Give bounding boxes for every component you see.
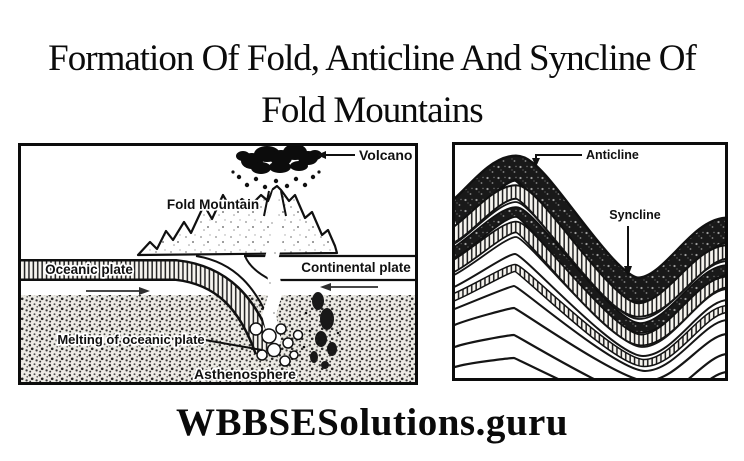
melting-zone bbox=[249, 322, 304, 367]
ash-droplets bbox=[231, 170, 321, 190]
fold-diagram-svg: Anticline Syncline bbox=[452, 142, 728, 381]
asthenosphere-texture bbox=[21, 295, 415, 382]
watermark-text: WBBSESolutions.guru bbox=[175, 401, 569, 444]
syncline-label: Syncline bbox=[609, 208, 660, 222]
fold-mountain-range bbox=[136, 184, 339, 257]
volcano-pointer-arrow bbox=[317, 151, 355, 159]
continental-plate-label: Continental plate bbox=[301, 260, 411, 275]
volcano-label: Volcano bbox=[359, 147, 412, 163]
asthenosphere-label: Asthenosphere bbox=[194, 366, 296, 382]
title-line-2: Fold Mountains bbox=[261, 89, 483, 131]
anticline-label: Anticline bbox=[586, 148, 639, 162]
right-figure-border bbox=[452, 142, 728, 381]
anticline-pointer-arrow bbox=[532, 154, 582, 167]
title-line-1: Formation Of Fold, Anticline And Synclin… bbox=[48, 37, 697, 79]
fold-diagram: Anticline Syncline bbox=[452, 142, 728, 381]
syncline-pointer-arrow bbox=[624, 226, 632, 277]
melting-label: Melting of oceanic plate bbox=[57, 332, 204, 347]
magma-conduit bbox=[262, 190, 287, 356]
melting-pointer-line bbox=[204, 339, 263, 351]
page-title: Formation Of Fold, Anticline And Synclin… bbox=[0, 33, 744, 137]
left-figure-border bbox=[18, 143, 418, 385]
dark-magma-chunks bbox=[302, 292, 342, 369]
plate-motion-arrow-right bbox=[86, 287, 150, 295]
subduction-diagram-svg: Volcano Fold Mountain Oceanic plate Cont… bbox=[18, 143, 418, 385]
eruption-cloud bbox=[236, 146, 322, 174]
plate-motion-arrow-left bbox=[320, 283, 378, 291]
folded-strata bbox=[455, 154, 725, 378]
oceanic-plate-label: Oceanic plate bbox=[45, 262, 133, 277]
fold-mountain-label: Fold Mountain bbox=[167, 197, 259, 212]
subduction-diagram: Volcano Fold Mountain Oceanic plate Cont… bbox=[18, 143, 418, 385]
